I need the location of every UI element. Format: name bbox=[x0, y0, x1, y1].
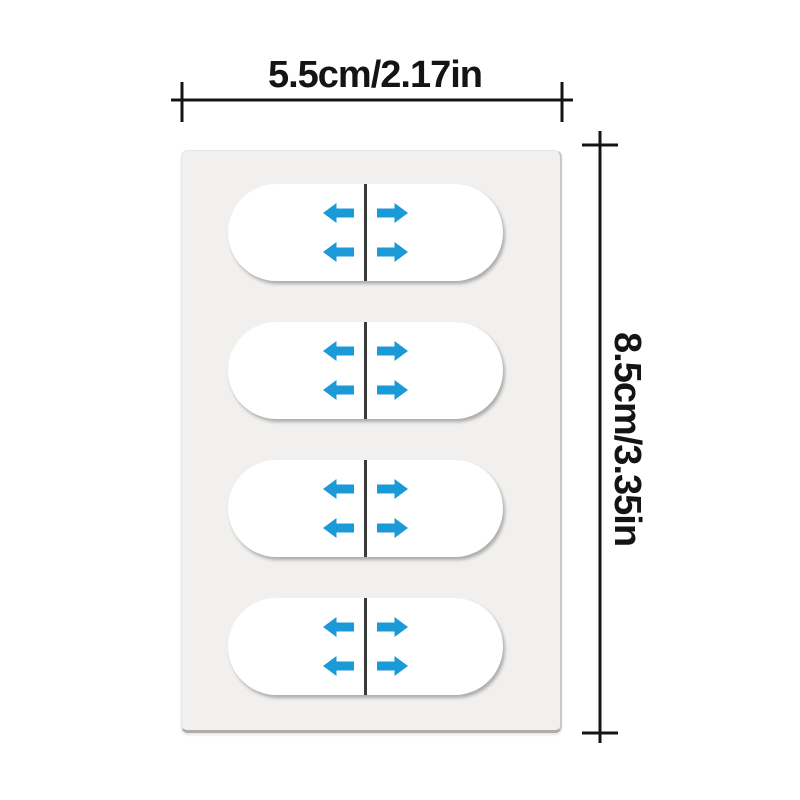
right-arrows-group bbox=[377, 341, 408, 400]
arrow-left-icon bbox=[323, 242, 354, 262]
left-arrows-group bbox=[323, 617, 354, 676]
arrow-left-icon bbox=[323, 203, 354, 223]
arrow-right-icon bbox=[377, 203, 408, 223]
arrow-left-icon bbox=[323, 479, 354, 499]
arrow-left-icon bbox=[323, 617, 354, 637]
arrow-right-icon bbox=[377, 242, 408, 262]
left-arrows-group bbox=[323, 341, 354, 400]
width-label: 5.5cm/2.17in bbox=[267, 54, 483, 96]
sticker-sheet bbox=[181, 150, 562, 733]
right-arrows-group bbox=[377, 479, 408, 538]
arrow-left-icon bbox=[323, 380, 354, 400]
center-cut-line bbox=[364, 184, 367, 281]
arrow-right-icon bbox=[377, 479, 408, 499]
width-measure-line-icon bbox=[171, 82, 573, 122]
arrow-right-icon bbox=[377, 518, 408, 538]
height-label: 8.5cm/3.35in bbox=[606, 331, 648, 547]
arrow-right-icon bbox=[377, 617, 408, 637]
center-cut-line bbox=[364, 460, 367, 557]
right-arrows-group bbox=[377, 617, 408, 676]
sticker-pill bbox=[228, 598, 503, 695]
arrow-right-icon bbox=[377, 380, 408, 400]
center-cut-line bbox=[364, 598, 367, 695]
left-arrows-group bbox=[323, 203, 354, 262]
right-arrows-group bbox=[377, 203, 408, 262]
sticker-pill bbox=[228, 322, 503, 419]
center-cut-line bbox=[364, 322, 367, 419]
left-arrows-group bbox=[323, 479, 354, 538]
arrow-left-icon bbox=[323, 656, 354, 676]
sticker-pill bbox=[228, 460, 503, 557]
height-label-box: 8.5cm/3.35in bbox=[604, 145, 650, 733]
sticker-pill bbox=[228, 184, 503, 281]
arrow-left-icon bbox=[323, 341, 354, 361]
arrow-left-icon bbox=[323, 518, 354, 538]
arrow-right-icon bbox=[377, 341, 408, 361]
arrow-right-icon bbox=[377, 656, 408, 676]
height-measure-line-icon bbox=[582, 131, 618, 743]
